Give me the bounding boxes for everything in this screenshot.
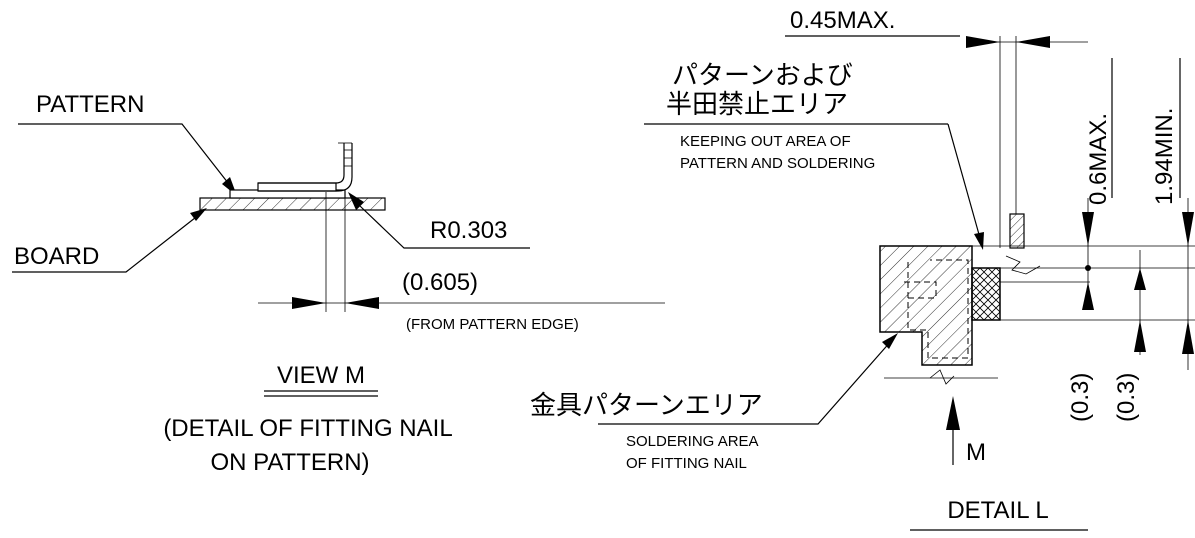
offset-label: (0.605)	[402, 269, 478, 296]
dim-194min: 1.94MIN.	[1151, 58, 1194, 370]
nail-body	[879, 245, 1195, 385]
detail-l-title: DETAIL L	[910, 497, 1088, 531]
keepout-marker	[1009, 213, 1025, 249]
nail-foot	[257, 182, 337, 192]
view-m-title: VIEW M (DETAIL OF FITTING NAIL ON PATTER…	[163, 362, 452, 476]
keepout-jp-line2: 半田禁止エリア	[666, 89, 848, 119]
dim-045max: 0.45MAX.	[785, 7, 1088, 248]
view-m: PATTERN BOARD R0.303	[12, 91, 665, 476]
view-arrow-label: M	[966, 439, 986, 466]
view-m-caption-line1: (DETAIL OF FITTING NAIL	[163, 415, 452, 442]
nail-area-note: 金具パターンエリア SOLDERING AREA OF FITTING NAIL	[530, 333, 898, 472]
keepout-en-line2: PATTERN AND SOLDERING	[680, 155, 875, 172]
from-edge-note: (FROM PATTERN EDGE)	[406, 316, 579, 333]
dim-03-a-label: (0.3)	[1067, 373, 1094, 422]
view-m-caption-line2: ON PATTERN)	[210, 449, 369, 476]
board-leader: BOARD	[12, 208, 207, 273]
nail-jp-label: 金具パターンエリア	[530, 390, 763, 420]
detail-l: 0.45MAX. パターンおよび 半田禁止エリア KEEPING OUT ARE…	[530, 7, 1195, 531]
dim-06max-label: 0.6MAX.	[1085, 113, 1112, 205]
nail-en-line2: OF FITTING NAIL	[626, 455, 747, 472]
radius-leader: R0.303	[348, 192, 530, 249]
offset-dimension: (0.605) (FROM PATTERN EDGE)	[258, 192, 665, 333]
board-label: BOARD	[14, 243, 99, 270]
keepout-en-line1: KEEPING OUT AREA OF	[680, 133, 851, 150]
radius-label: R0.303	[430, 217, 507, 244]
dim-194min-label: 1.94MIN.	[1151, 108, 1178, 205]
view-m-title-text: VIEW M	[277, 362, 365, 389]
dim-06max: 0.6MAX.	[1082, 58, 1113, 310]
dim-045max-label: 0.45MAX.	[790, 7, 895, 34]
detail-l-title-text: DETAIL L	[947, 497, 1048, 524]
pattern-leader: PATTERN	[18, 91, 237, 196]
keepout-note: パターンおよび 半田禁止エリア KEEPING OUT AREA OF PATT…	[644, 60, 984, 250]
dim-03: (0.3) (0.3)	[1067, 250, 1146, 422]
dim-03-b-label: (0.3)	[1113, 373, 1140, 422]
nail-en-line1: SOLDERING AREA	[626, 433, 759, 450]
pattern-label: PATTERN	[36, 91, 144, 118]
keepout-jp-line1: パターンおよび	[672, 60, 853, 90]
view-arrow-m: M	[946, 396, 986, 466]
fitting-nail	[258, 143, 353, 192]
